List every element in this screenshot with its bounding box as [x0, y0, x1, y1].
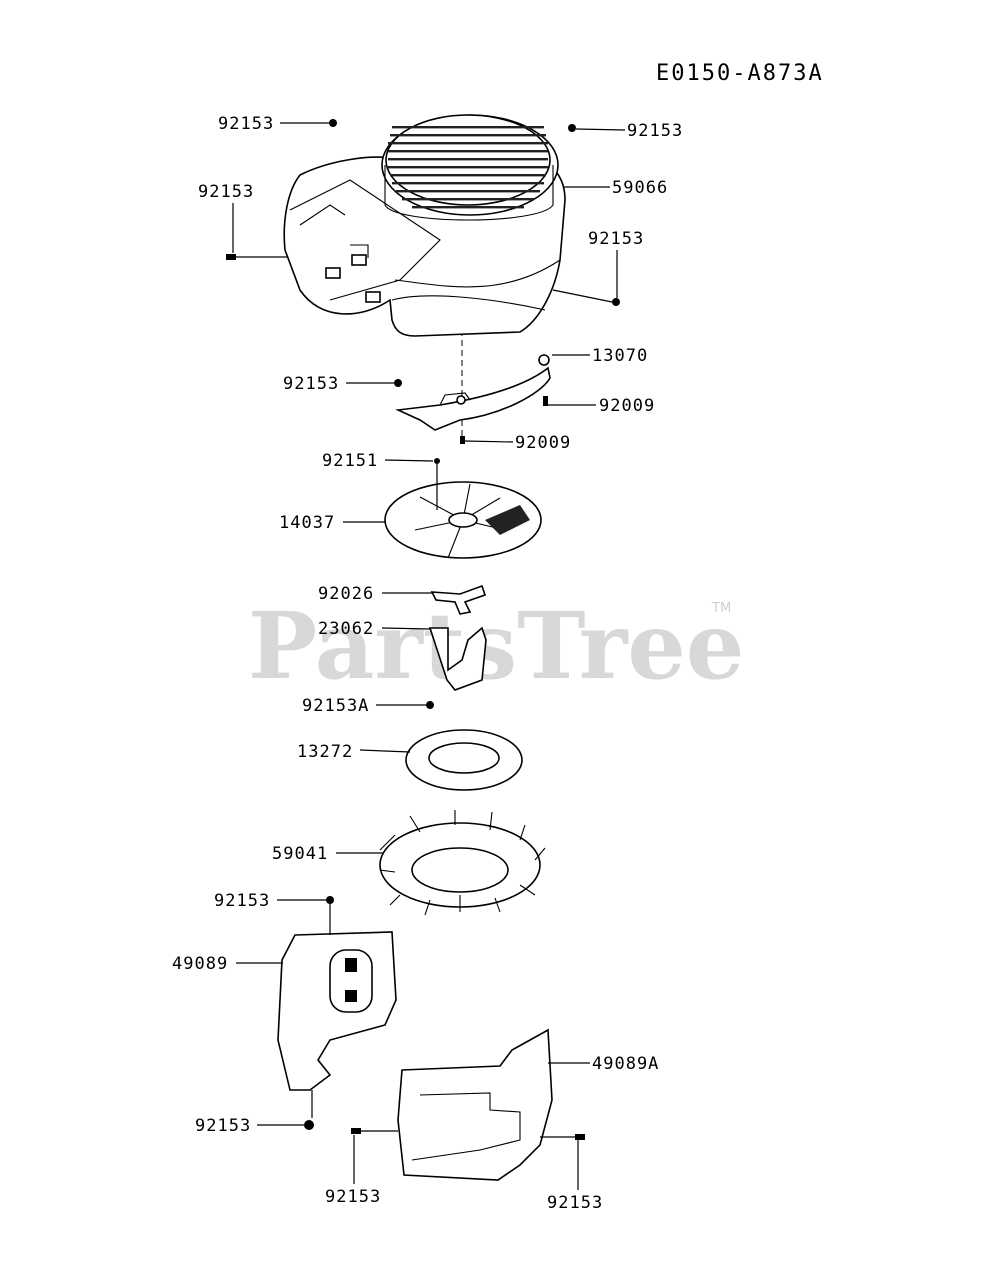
housing-grille	[388, 126, 548, 209]
callout-23062[interactable]: 23062	[318, 619, 374, 639]
screw-icon	[426, 701, 434, 709]
spacer-bracket[interactable]	[430, 584, 487, 615]
guide-plate[interactable]	[395, 354, 551, 431]
callout-92009[interactable]: 92009	[515, 433, 571, 453]
callout-92153A[interactable]: 92153A	[302, 696, 369, 716]
callout-92009[interactable]: 92009	[599, 396, 655, 416]
screw-icon	[434, 458, 440, 464]
callout-92153[interactable]: 92153	[195, 1116, 251, 1136]
callout-92026[interactable]: 92026	[318, 584, 374, 604]
callout-13272[interactable]: 13272	[297, 742, 353, 762]
callout-49089[interactable]: 49089	[172, 954, 228, 974]
callout-leaders	[232, 122, 626, 1190]
trademark-mark: TM	[711, 601, 731, 616]
callout-59066[interactable]: 59066	[612, 178, 668, 198]
callout-59041[interactable]: 59041	[272, 844, 328, 864]
cylinder-cover-right[interactable]	[397, 1028, 553, 1181]
callout-92153[interactable]: 92153	[198, 182, 254, 202]
blower-housing[interactable]	[283, 114, 566, 337]
callout-92153[interactable]: 92153	[588, 229, 644, 249]
fan-screen[interactable]	[384, 481, 542, 559]
bolt-icon	[460, 396, 548, 444]
callout-92153[interactable]: 92153	[214, 891, 270, 911]
screw-icon	[304, 896, 334, 1130]
callout-92153[interactable]: 92153	[627, 121, 683, 141]
cooling-fan[interactable]	[379, 810, 546, 916]
callout-49089A[interactable]: 49089A	[592, 1054, 659, 1074]
callout-14037[interactable]: 14037	[279, 513, 335, 533]
cylinder-cover-left[interactable]	[277, 931, 397, 1091]
callout-13070[interactable]: 13070	[592, 346, 648, 366]
pulley-plate[interactable]	[405, 729, 523, 791]
callout-92153[interactable]: 92153	[325, 1187, 381, 1207]
callout-92151[interactable]: 92151	[322, 451, 378, 471]
bolt-icon	[351, 1128, 585, 1140]
screw-icon	[226, 119, 620, 387]
bracket[interactable]	[428, 626, 487, 691]
callout-92153[interactable]: 92153	[547, 1193, 603, 1213]
watermark-text: PartsTree	[248, 592, 744, 700]
callout-92153[interactable]: 92153	[283, 374, 339, 394]
diagram-code: E0150-A873A	[656, 61, 824, 86]
callout-92153[interactable]: 92153	[218, 114, 274, 134]
